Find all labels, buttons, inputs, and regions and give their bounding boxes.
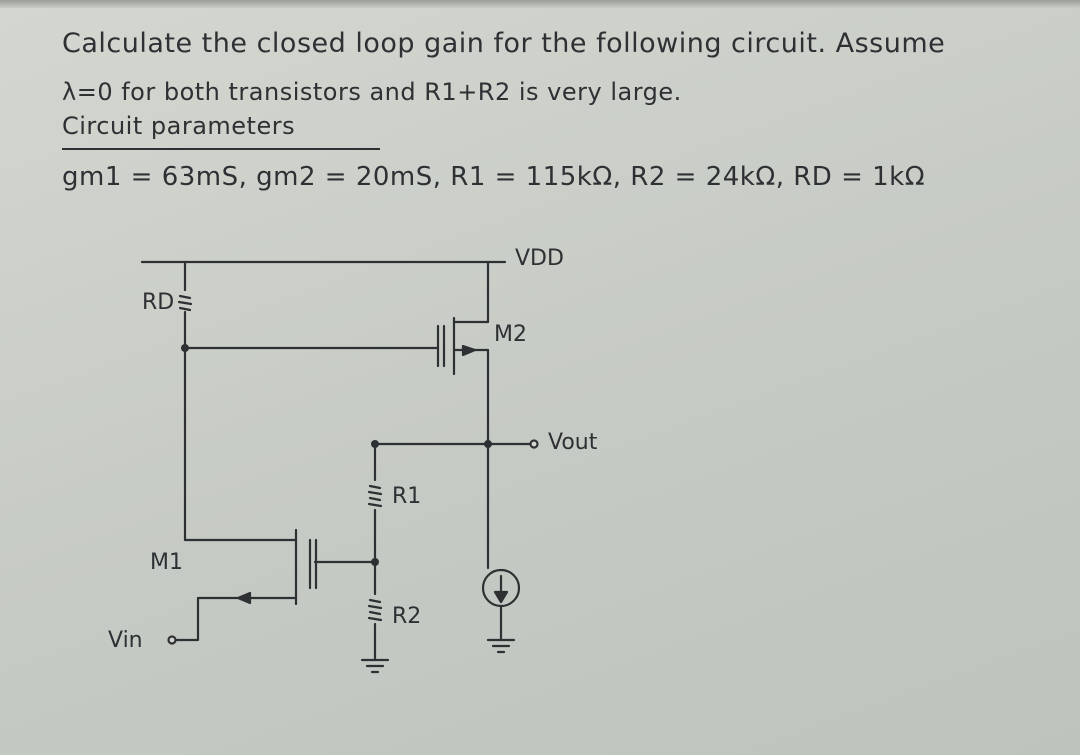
m1-source-wire bbox=[174, 596, 298, 642]
vin-terminal bbox=[167, 635, 177, 645]
r1-top-dot bbox=[371, 440, 379, 448]
cs-ground bbox=[486, 604, 516, 654]
vin-label: Vin bbox=[108, 628, 143, 653]
m1-drain-wire bbox=[183, 346, 294, 542]
problem-statement-line2: λ=0 for both transistors and R1+R2 is ve… bbox=[62, 78, 682, 106]
rd-junction-dot bbox=[181, 344, 189, 352]
feedback-junction-dot bbox=[371, 558, 379, 566]
m2-source bbox=[452, 348, 490, 446]
m1-gate-plate bbox=[308, 538, 318, 590]
rd-resistor bbox=[177, 260, 193, 350]
rd-label: RD bbox=[142, 290, 175, 315]
r1-label: R1 bbox=[392, 484, 422, 509]
m2-label: M2 bbox=[494, 322, 527, 347]
m2-arrow bbox=[461, 344, 477, 357]
m1-arrow bbox=[236, 591, 252, 605]
vout-label: Vout bbox=[548, 430, 598, 455]
r2-resistor bbox=[367, 560, 383, 662]
problem-statement-line1: Calculate the closed loop gain for the f… bbox=[62, 28, 946, 59]
vdd-label: VDD bbox=[515, 246, 564, 271]
r2-ground bbox=[360, 658, 390, 674]
current-source-arrowhead bbox=[493, 590, 509, 604]
section-underline bbox=[62, 148, 380, 150]
vout-terminal bbox=[529, 439, 539, 449]
vout-junction-dot bbox=[484, 440, 492, 448]
m2-drain bbox=[452, 260, 490, 324]
parameter-list: gm1 = 63mS, gm2 = 20mS, R1 = 115kΩ, R2 =… bbox=[62, 162, 926, 192]
paper-edge bbox=[0, 0, 1080, 8]
r1-resistor bbox=[367, 442, 383, 564]
m1-label: M1 bbox=[150, 550, 183, 575]
section-title: Circuit parameters bbox=[62, 112, 296, 140]
r2-label: R2 bbox=[392, 604, 422, 629]
m2-gate-plate bbox=[436, 324, 446, 368]
